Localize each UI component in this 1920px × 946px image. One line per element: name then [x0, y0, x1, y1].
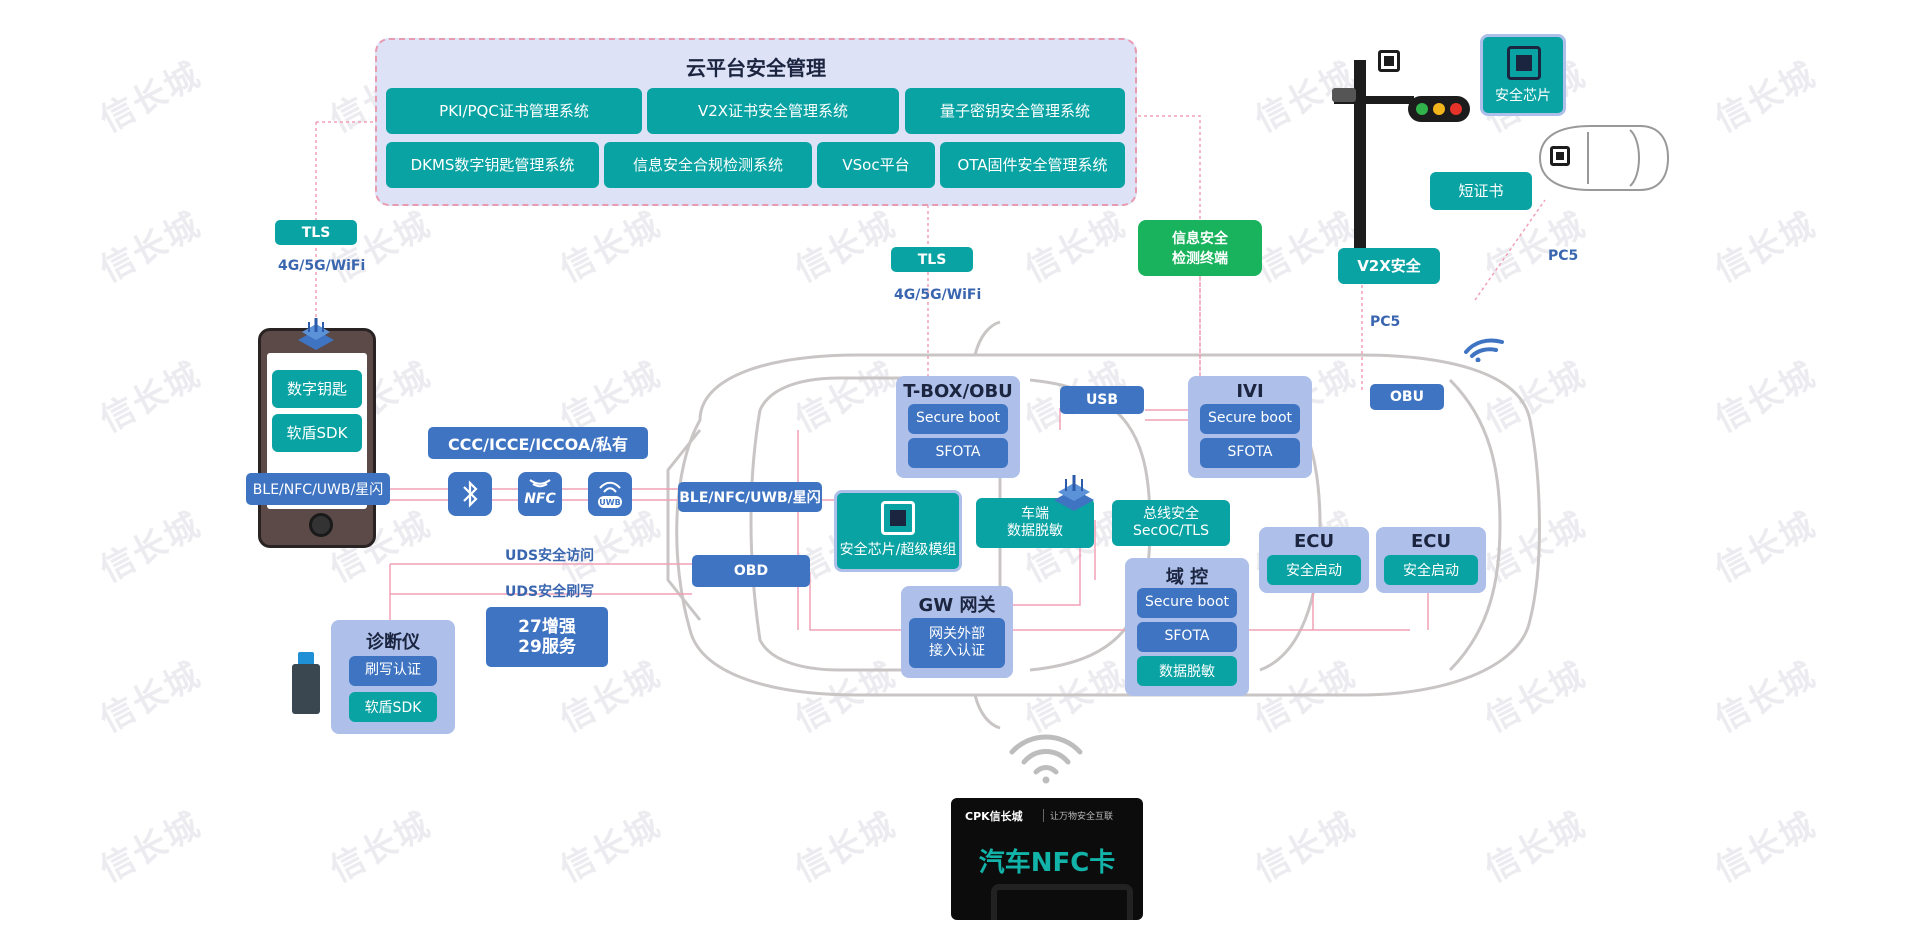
ecu-panel-1: ECU 安全启动	[1259, 527, 1369, 593]
uwb-icon-text: UWB	[599, 498, 621, 507]
v2x-cert-system[interactable]: V2X证书安全管理系统	[647, 88, 899, 134]
traffic-light-icon	[1408, 96, 1470, 122]
bluetooth-icon	[448, 472, 492, 516]
chip-icon	[881, 501, 915, 535]
car-chip-icon	[1550, 146, 1570, 166]
v2x-security-chip[interactable]: 安全芯片	[1480, 34, 1566, 116]
quantum-key-system[interactable]: 量子密钥安全管理系统	[905, 88, 1125, 134]
tls-left-badge: TLS	[275, 220, 357, 245]
security-chip-module-label: 安全芯片/超级模组	[839, 542, 957, 558]
gateway-antenna-icon	[1052, 475, 1096, 515]
pole-chip-icon	[1378, 50, 1400, 72]
ids-terminal-line1: 信息安全	[1172, 231, 1228, 247]
gateway-auth-line2: 接入认证	[929, 643, 985, 659]
pki-pqc-system[interactable]: PKI/PQC证书管理系统	[386, 88, 642, 134]
v2x-chip-icon	[1507, 46, 1541, 80]
bus-security-line1: 总线安全	[1143, 505, 1199, 522]
v2x-chip-label: 安全芯片	[1495, 88, 1551, 104]
ivi-secure-boot[interactable]: Secure boot	[1200, 404, 1300, 434]
phone-shield-sdk[interactable]: 软盾SDK	[272, 414, 362, 452]
gateway-auth-line1: 网关外部	[929, 625, 985, 642]
nfc-card-brand: CPK信长城	[965, 810, 1023, 823]
phone-digital-key[interactable]: 数字钥匙	[272, 370, 362, 408]
gateway-auth[interactable]: 网关外部 接入认证	[909, 618, 1005, 668]
domain-secure-boot[interactable]: Secure boot	[1137, 588, 1237, 618]
tbox-secure-boot[interactable]: Secure boot	[908, 404, 1008, 434]
car-desens-line2: 数据脱敏	[1007, 523, 1063, 539]
ccc-protocol-badge: CCC/ICCE/ICCOA/私有	[428, 427, 648, 459]
ota-firmware-system[interactable]: OTA固件安全管理系统	[940, 142, 1125, 188]
automotive-nfc-card[interactable]: CPK信长城 让万物安全互联 汽车NFC卡	[951, 798, 1143, 920]
phone-antenna-icon	[296, 318, 336, 354]
nfc-card-slogan: 让万物安全互联	[1043, 809, 1113, 822]
short-certificate[interactable]: 短证书	[1430, 172, 1532, 210]
nfc-icon-text: NFC	[524, 491, 556, 507]
vsoc-platform[interactable]: VSoc平台	[817, 142, 935, 188]
nfc-wave-icon	[1006, 728, 1086, 784]
obd-port: OBD	[692, 555, 810, 587]
uds-services-line1: 27增强	[518, 616, 576, 637]
domain-controller-panel: 域 控 Secure boot SFOTA 数据脱敏	[1125, 558, 1249, 696]
car-desens-line1: 车端	[1021, 505, 1049, 522]
diag-shield-sdk[interactable]: 软盾SDK	[349, 692, 437, 722]
security-chip-module[interactable]: 安全芯片/超级模组	[834, 490, 962, 572]
wifi-signal-icon	[1462, 322, 1510, 362]
domain-data-desensitization[interactable]: 数据脱敏	[1137, 656, 1237, 686]
network-left-label: 4G/5G/WiFi	[278, 258, 366, 274]
nfc-icon: NFC	[518, 472, 562, 516]
usb-port: USB	[1060, 386, 1144, 414]
ivi-panel: IVI Secure boot SFOTA	[1188, 376, 1312, 478]
nfc-card-title: 汽车NFC卡	[978, 848, 1116, 878]
tbox-obu-title: T-BOX/OBU	[903, 381, 1013, 402]
ivi-title: IVI	[1236, 381, 1264, 402]
domain-sfota[interactable]: SFOTA	[1137, 622, 1237, 652]
uds-services-box: 27增强 29服务	[486, 607, 608, 667]
car-protocols: BLE/NFC/UWB/星闪	[678, 482, 822, 512]
uds-flash-label: UDS安全刷写	[505, 584, 595, 600]
nfc-card-decor	[991, 884, 1133, 920]
uds-services-line2: 29服务	[518, 637, 576, 657]
dkms-system[interactable]: DKMS数字钥匙管理系统	[386, 142, 599, 188]
v2x-security-label: V2X安全	[1338, 248, 1440, 284]
bus-security[interactable]: 总线安全 SecOC/TLS	[1112, 500, 1230, 546]
diagnostic-tool-title: 诊断仪	[366, 632, 420, 653]
gateway-panel: GW 网关 网关外部 接入认证	[901, 586, 1013, 678]
tbox-obu-panel: T-BOX/OBU Secure boot SFOTA	[896, 376, 1020, 478]
ecu-2-secure-boot[interactable]: 安全启动	[1384, 555, 1478, 585]
uwb-icon: UWB	[588, 472, 632, 516]
traffic-light-pole	[1354, 60, 1366, 252]
diag-flash-auth[interactable]: 刷写认证	[349, 656, 437, 686]
ecu-2-title: ECU	[1410, 531, 1452, 552]
traffic-light-arm	[1334, 96, 1414, 104]
diagnostic-tool-panel: 诊断仪 刷写认证 软盾SDK	[331, 620, 455, 734]
domain-controller-title: 域 控	[1165, 567, 1209, 588]
ecu-panel-2: ECU 安全启动	[1376, 527, 1486, 593]
compliance-check-system[interactable]: 信息安全合规检测系统	[604, 142, 812, 188]
network-mid-label: 4G/5G/WiFi	[894, 287, 982, 303]
small-car-icon	[1530, 118, 1670, 196]
tbox-sfota[interactable]: SFOTA	[908, 438, 1008, 468]
pc5-label-b: PC5	[1370, 314, 1401, 330]
phone-protocols: BLE/NFC/UWB/星闪	[246, 473, 390, 505]
tls-mid-badge: TLS	[891, 247, 973, 272]
ecu-1-secure-boot[interactable]: 安全启动	[1267, 555, 1361, 585]
ids-terminal-line2: 检测终端	[1172, 251, 1228, 267]
ivi-sfota[interactable]: SFOTA	[1200, 438, 1300, 468]
usb-dongle-icon	[292, 652, 320, 714]
gateway-title: GW 网关	[918, 595, 996, 616]
cloud-platform-title: 云平台安全管理	[686, 56, 826, 80]
uds-access-label: UDS安全访问	[505, 548, 595, 564]
bus-security-line2: SecOC/TLS	[1133, 523, 1209, 539]
ids-terminal[interactable]: 信息安全 检测终端	[1138, 220, 1262, 276]
ecu-1-title: ECU	[1293, 531, 1335, 552]
phone-home-button[interactable]	[309, 513, 333, 537]
obu-unit: OBU	[1370, 384, 1444, 410]
traffic-camera-icon	[1332, 88, 1356, 102]
pc5-label-a: PC5	[1548, 248, 1579, 264]
